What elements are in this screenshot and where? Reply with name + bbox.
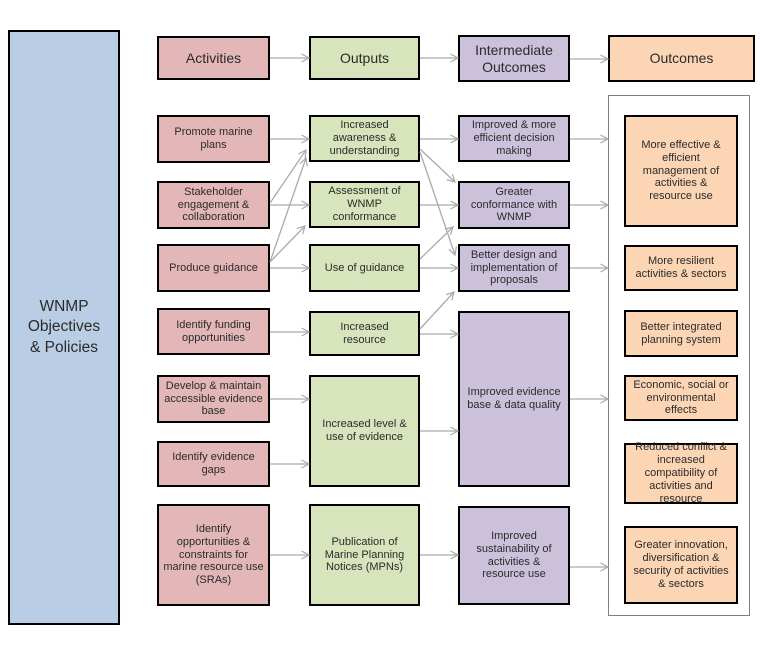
box-label: Increased awareness & understanding — [329, 119, 400, 157]
column-header-outputs: Outputs — [309, 36, 420, 80]
box-label: Promote marine plans — [174, 126, 253, 151]
outcome-integrated-planning: Better integrated planning system — [624, 310, 738, 357]
outcome-reduced-conflict: Reduced conflict & increased compatibili… — [624, 441, 738, 505]
activity-promote-marine-plans: Promote marine plans — [157, 115, 270, 163]
box-label: Greater innovation, diversification & se… — [633, 539, 729, 590]
box-label: Produce guidance — [169, 261, 258, 274]
column-header-outcomes: Outcomes — [608, 35, 755, 82]
outcomes-group-frame — [608, 95, 750, 616]
connector-arrow — [419, 227, 453, 260]
box-label: Economic, social or environmental effect… — [633, 378, 729, 417]
box-label: Better design and implementation of prop… — [470, 248, 558, 287]
column-header-label: Outputs — [339, 49, 390, 66]
column-header-intermediate-outcomes: Intermediate Outcomes — [458, 35, 570, 82]
box-label: More resilient activities & sectors — [635, 255, 727, 280]
box-label: Greater conformance with WNMP — [470, 185, 558, 224]
connector-arrow — [269, 158, 306, 263]
outcome-economic-social-environmental: Economic, social or environmental effect… — [624, 375, 738, 421]
activity-stakeholder-engagement: Stakeholder engagement & collaboration — [157, 181, 270, 229]
connector-arrow — [269, 150, 306, 204]
box-label: Develop & maintain accessible evidence b… — [164, 379, 263, 418]
wnmp-objectives-policies-box: WNMP Objectives & Policies — [8, 30, 120, 625]
intermediate-improved-evidence-base: Improved evidence base & data quality — [458, 311, 570, 487]
column-header-activities: Activities — [157, 36, 270, 80]
intermediate-improved-sustainability: Improved sustainability of activities & … — [458, 506, 570, 605]
output-increased-awareness: Increased awareness & understanding — [309, 115, 420, 162]
activity-produce-guidance: Produce guidance — [157, 244, 270, 292]
output-increased-evidence-use: Increased level & use of evidence — [309, 375, 420, 487]
intermediate-efficient-decision-making: Improved & more efficient decision makin… — [458, 115, 570, 162]
box-label: Improved & more efficient decision makin… — [471, 119, 557, 157]
box-label: Use of guidance — [324, 261, 405, 274]
box-label: Stakeholder engagement & collaboration — [177, 185, 250, 224]
output-use-of-guidance: Use of guidance — [309, 244, 420, 292]
box-label: More effective & efficient management of… — [641, 138, 721, 203]
intermediate-better-proposals: Better design and implementation of prop… — [458, 244, 570, 292]
outcome-effective-management: More effective & efficient management of… — [624, 115, 738, 227]
wnmp-objectives-policies-label: WNMP Objectives & Policies — [27, 298, 101, 356]
output-increased-resource: Increased resource — [309, 311, 420, 356]
box-label: Better integrated planning system — [640, 320, 722, 346]
box-label: Identify opportunities & constraints for… — [163, 522, 264, 587]
activity-identify-evidence-gaps: Identify evidence gaps — [157, 441, 270, 487]
box-label: Improved evidence base & data quality — [467, 386, 561, 411]
connector-arrow — [419, 148, 455, 182]
box-label: Publication of Marine Planning Notices (… — [324, 535, 405, 574]
activity-develop-evidence-base: Develop & maintain accessible evidence b… — [157, 375, 270, 423]
column-header-label: Intermediate Outcomes — [475, 41, 553, 75]
activity-identify-opportunities-sras: Identify opportunities & constraints for… — [157, 504, 270, 606]
box-label: Assessment of WNMP conformance — [328, 185, 401, 223]
output-mpn-publication: Publication of Marine Planning Notices (… — [309, 504, 420, 606]
box-label: Identify funding opportunities — [176, 318, 251, 344]
box-label: Increased resource — [340, 320, 389, 346]
connector-arrow — [269, 226, 305, 263]
box-label: Identify evidence gaps — [172, 451, 255, 476]
outcome-greater-innovation: Greater innovation, diversification & se… — [624, 526, 738, 604]
output-wnmp-conformance-assessment: Assessment of WNMP conformance — [309, 181, 420, 228]
column-header-label: Outcomes — [649, 50, 714, 67]
connector-arrow — [419, 151, 455, 255]
activity-identify-funding: Identify funding opportunities — [157, 308, 270, 355]
box-label: Improved sustainability of activities & … — [476, 529, 552, 581]
connector-arrow — [419, 292, 454, 330]
intermediate-greater-conformance: Greater conformance with WNMP — [458, 181, 570, 229]
box-label: Increased level & use of evidence — [322, 418, 407, 443]
outcome-resilient-activities: More resilient activities & sectors — [624, 245, 738, 291]
box-label: Reduced conflict & increased compatibili… — [635, 441, 727, 505]
column-header-label: Activities — [185, 49, 242, 66]
